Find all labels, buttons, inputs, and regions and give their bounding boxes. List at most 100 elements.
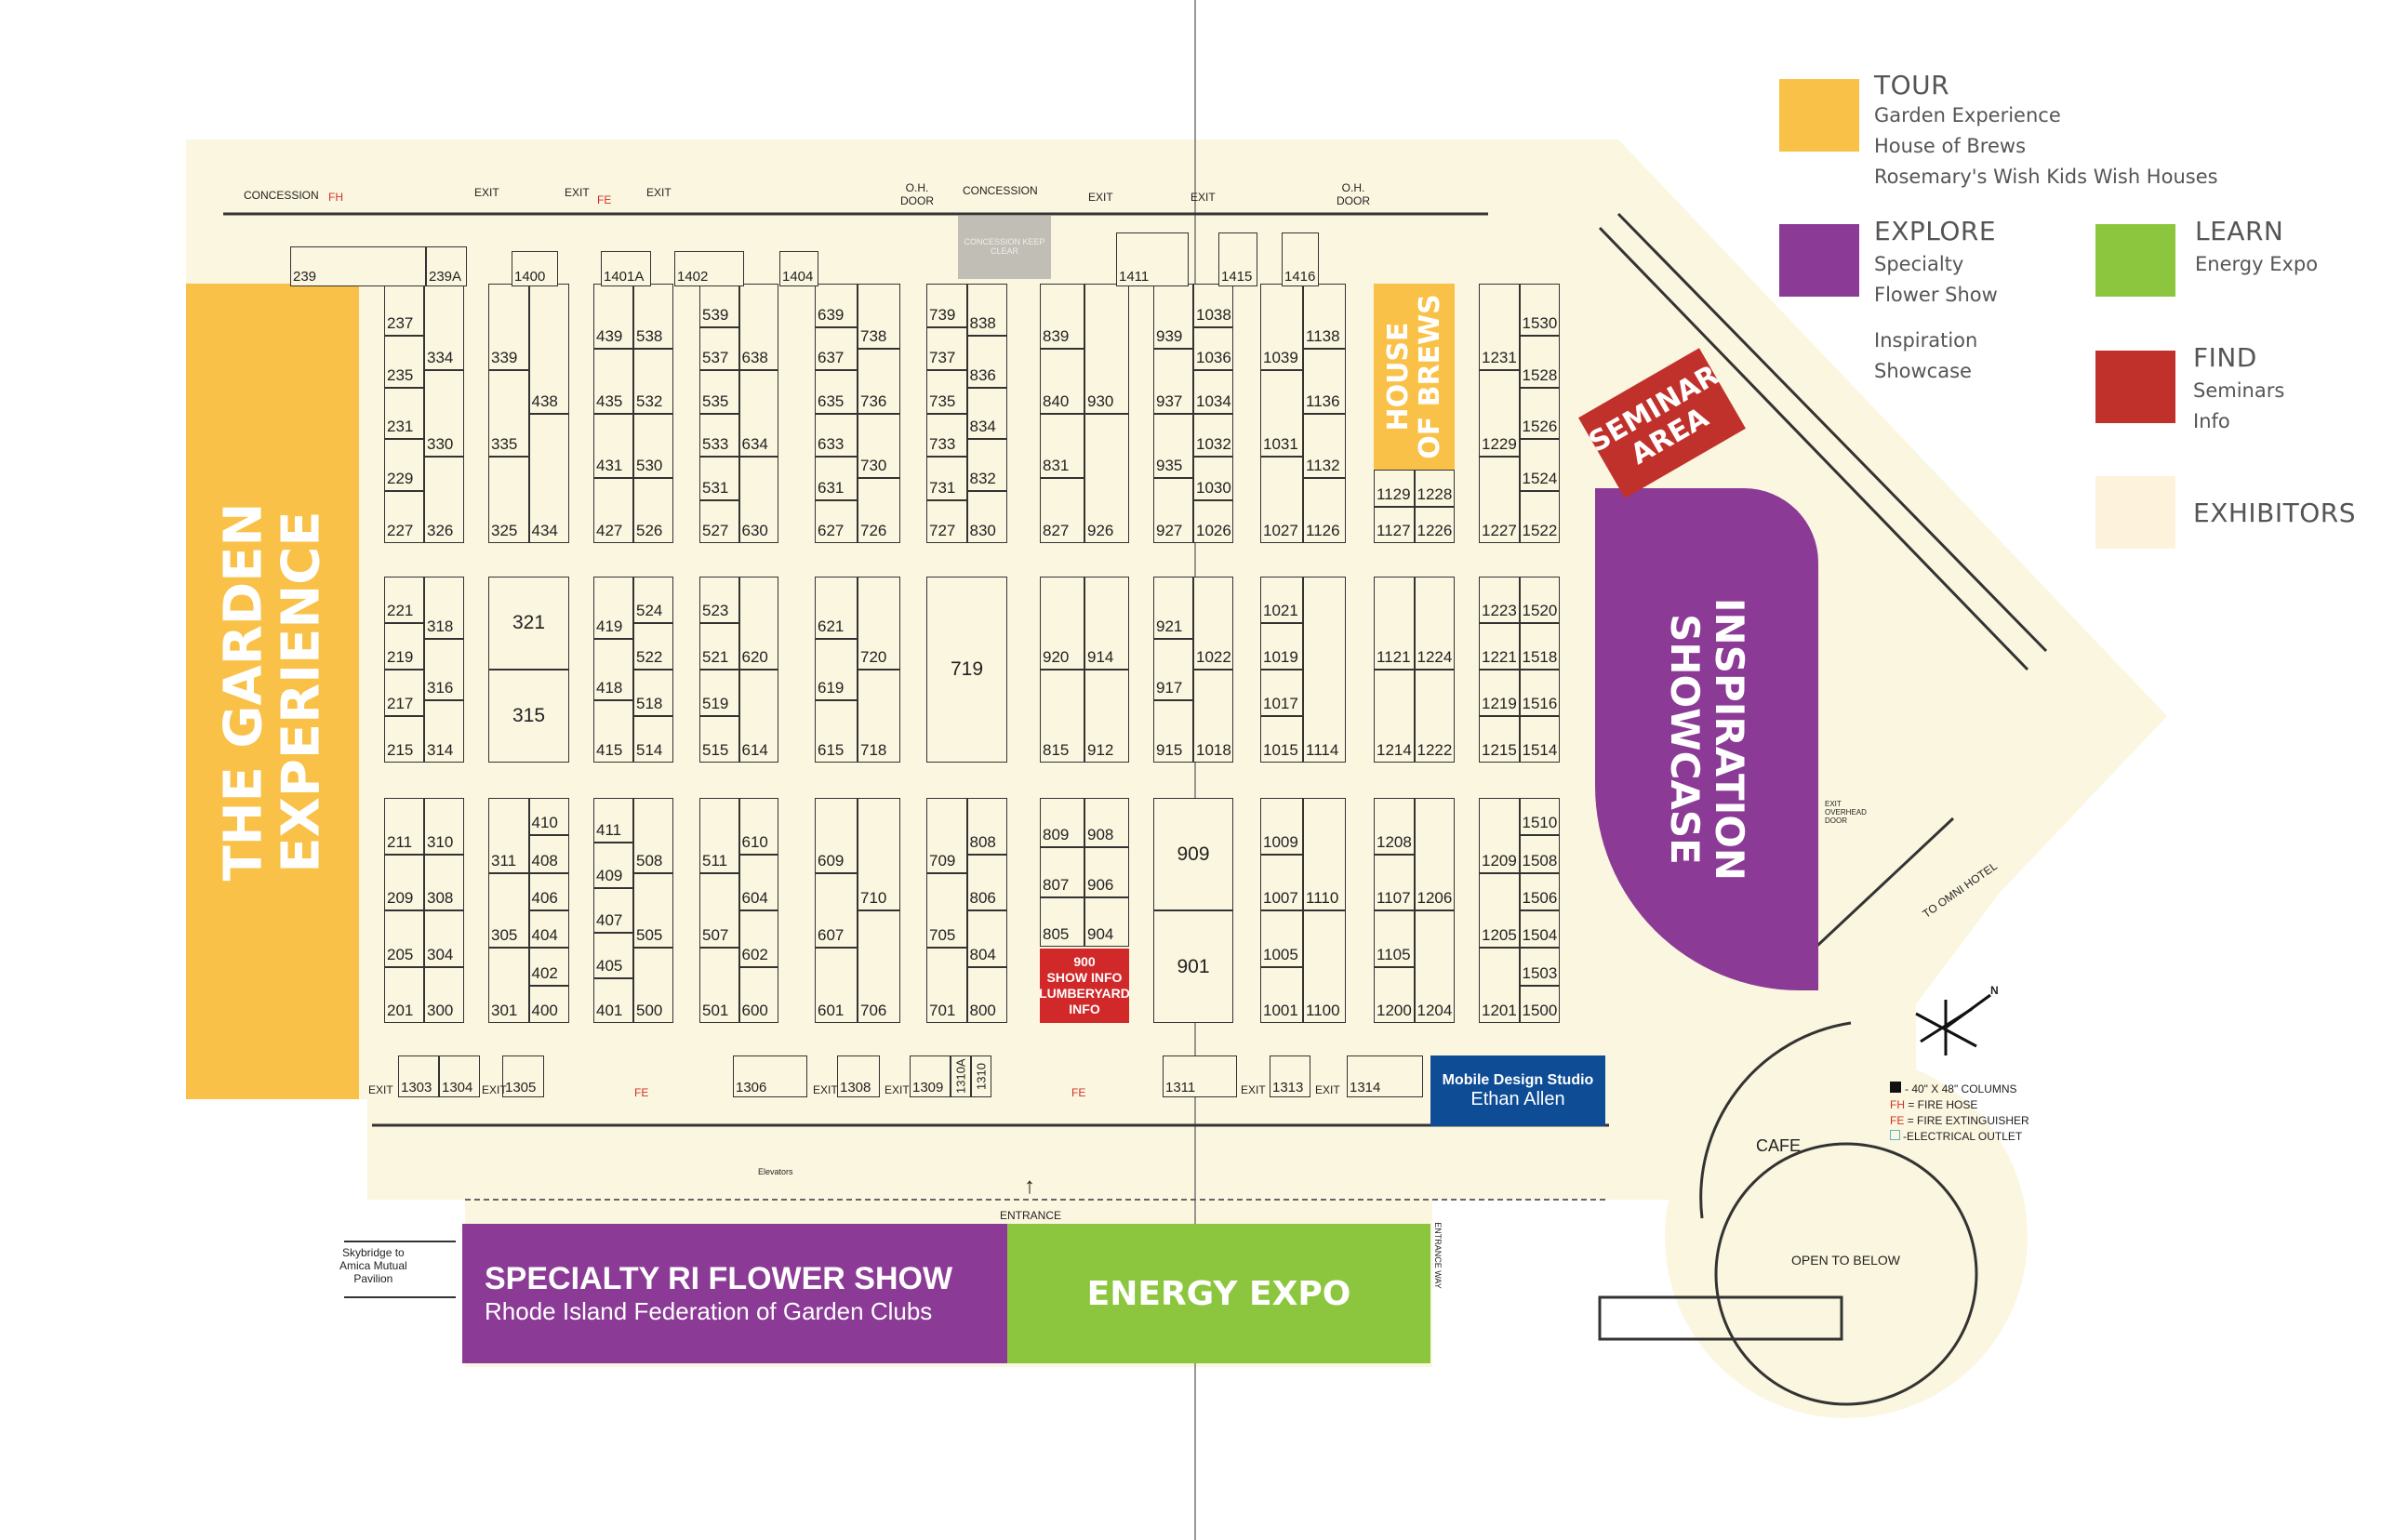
booth[interactable]: 836 xyxy=(966,335,1007,388)
booth[interactable]: 215 xyxy=(384,716,424,763)
booth[interactable]: 339 xyxy=(488,284,529,370)
booth[interactable]: 335 xyxy=(488,370,529,457)
booth[interactable]: 1305 xyxy=(502,1055,544,1097)
booth[interactable]: 1306 xyxy=(733,1055,807,1097)
booth[interactable]: 1127 xyxy=(1374,506,1415,543)
booth[interactable]: 538 xyxy=(633,284,673,349)
booth[interactable]: 912 xyxy=(1084,670,1129,763)
booth[interactable]: 1528 xyxy=(1519,335,1560,388)
booth[interactable]: 1018 xyxy=(1193,670,1233,763)
booth[interactable]: 1310 xyxy=(971,1055,991,1097)
booth[interactable]: 1303 xyxy=(398,1055,439,1097)
booth[interactable]: 537 xyxy=(699,326,739,370)
booth[interactable]: 701 xyxy=(926,948,967,1023)
booth[interactable]: 1209 xyxy=(1479,798,1520,873)
booth[interactable]: 1226 xyxy=(1414,506,1455,543)
booth[interactable]: 401 xyxy=(593,977,633,1023)
booth[interactable]: 730 xyxy=(858,413,900,479)
booth[interactable]: 1017 xyxy=(1260,670,1303,716)
booth[interactable]: 409 xyxy=(593,843,633,888)
booth[interactable]: 1416 xyxy=(1282,232,1319,286)
booth[interactable]: 601 xyxy=(815,948,858,1023)
booth[interactable]: 526 xyxy=(633,478,673,543)
booth[interactable]: 639 xyxy=(815,284,858,327)
booth[interactable]: 1200 xyxy=(1374,966,1415,1023)
booth[interactable]: 620 xyxy=(738,577,778,670)
booth[interactable]: 427 xyxy=(593,478,633,543)
booth[interactable]: 1110 xyxy=(1303,798,1346,910)
booth[interactable]: 511 xyxy=(699,798,739,873)
booth[interactable]: 735 xyxy=(926,370,967,414)
booth[interactable]: 310 xyxy=(424,798,464,855)
booth[interactable]: 201 xyxy=(384,966,424,1023)
booth[interactable]: 1404 xyxy=(779,251,818,286)
booth[interactable]: 607 xyxy=(815,872,858,949)
booth[interactable]: 318 xyxy=(424,577,464,639)
booth[interactable]: 1415 xyxy=(1218,232,1257,286)
booth[interactable]: 523 xyxy=(699,577,739,623)
booth[interactable]: 334 xyxy=(424,284,464,370)
booth[interactable]: 805 xyxy=(1040,896,1084,947)
booth[interactable]: 1019 xyxy=(1260,623,1303,670)
booth[interactable]: 908 xyxy=(1084,798,1129,848)
booth[interactable]: 1510 xyxy=(1519,798,1560,836)
booth[interactable]: 1518 xyxy=(1519,623,1560,670)
booth[interactable]: 407 xyxy=(593,887,633,934)
booth[interactable]: 326 xyxy=(424,457,464,543)
booth[interactable]: 1504 xyxy=(1519,910,1560,949)
booth[interactable]: 609 xyxy=(815,798,858,873)
booth[interactable]: 738 xyxy=(858,284,900,349)
booth[interactable]: 909 xyxy=(1153,798,1233,910)
booth[interactable]: 727 xyxy=(926,499,967,543)
booth[interactable]: 718 xyxy=(858,670,900,763)
booth[interactable]: 838 xyxy=(966,284,1007,336)
booth[interactable]: 301 xyxy=(488,948,529,1023)
booth[interactable]: 1204 xyxy=(1414,910,1455,1023)
booth[interactable]: 914 xyxy=(1084,577,1129,670)
booth[interactable]: 1411 xyxy=(1116,232,1189,286)
booth[interactable]: 315 xyxy=(488,670,569,763)
booth[interactable]: 1206 xyxy=(1414,798,1455,910)
booth[interactable]: 1516 xyxy=(1519,670,1560,716)
booth[interactable]: 739 xyxy=(926,284,967,327)
booth[interactable]: 219 xyxy=(384,623,424,670)
booth[interactable]: 1401A xyxy=(601,251,651,286)
booth[interactable]: 519 xyxy=(699,670,739,716)
booth[interactable]: 840 xyxy=(1040,348,1084,414)
booth[interactable]: 737 xyxy=(926,326,967,370)
booth[interactable]: 1514 xyxy=(1519,716,1560,763)
booth[interactable]: 1100 xyxy=(1303,910,1346,1023)
booth[interactable]: 800 xyxy=(966,966,1007,1023)
booth[interactable]: 527 xyxy=(699,499,739,543)
booth[interactable]: 631 xyxy=(815,457,858,500)
booth[interactable]: 1520 xyxy=(1519,577,1560,623)
booth[interactable]: 530 xyxy=(633,413,673,479)
booth[interactable]: 709 xyxy=(926,798,967,873)
booth[interactable]: 627 xyxy=(815,499,858,543)
booth[interactable]: 1036 xyxy=(1193,326,1233,370)
booth[interactable]: 1214 xyxy=(1374,670,1415,763)
booth[interactable]: 434 xyxy=(528,413,569,543)
booth[interactable]: 1132 xyxy=(1303,413,1346,479)
booth[interactable]: 418 xyxy=(593,638,633,701)
booth[interactable]: 532 xyxy=(633,348,673,414)
booth[interactable]: 405 xyxy=(593,933,633,978)
booth[interactable]: 402 xyxy=(528,948,569,986)
booth[interactable]: 508 xyxy=(633,798,673,873)
booth[interactable]: 415 xyxy=(593,700,633,763)
booth[interactable]: 939 xyxy=(1153,284,1193,349)
booth[interactable]: 1126 xyxy=(1303,478,1346,543)
booth[interactable]: 239A xyxy=(426,246,467,286)
booth[interactable]: 1526 xyxy=(1519,387,1560,440)
booth[interactable]: 535 xyxy=(699,370,739,414)
booth[interactable]: 211 xyxy=(384,798,424,855)
booth[interactable]: 501 xyxy=(699,948,739,1023)
booth[interactable]: 431 xyxy=(593,413,633,479)
booth[interactable]: 515 xyxy=(699,716,739,763)
booth[interactable]: 808 xyxy=(966,798,1007,855)
booth[interactable]: 410 xyxy=(528,798,569,836)
booth[interactable]: 325 xyxy=(488,457,529,543)
booth[interactable]: 915 xyxy=(1153,700,1193,763)
booth[interactable]: 1530 xyxy=(1519,284,1560,336)
booth[interactable]: 408 xyxy=(528,835,569,873)
